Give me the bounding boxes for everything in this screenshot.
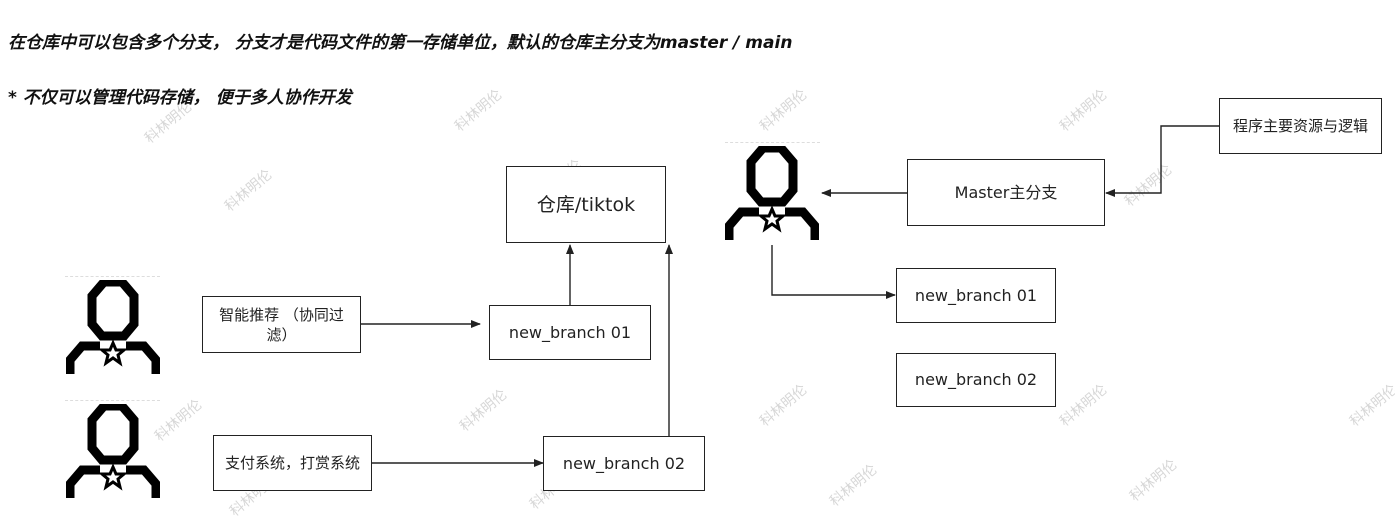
feature-payment-box: 支付系统，打赏系统 xyxy=(213,435,372,491)
right-branch-02-box: new_branch 02 xyxy=(896,353,1056,407)
person-star-icon xyxy=(66,280,160,374)
arrow-note-to-master xyxy=(1105,125,1219,197)
repo-box: 仓库/tiktok xyxy=(506,166,666,243)
left-branch-01-box: new_branch 01 xyxy=(489,305,651,360)
master-branch-box: Master主分支 xyxy=(907,159,1105,226)
right-branch-01-box: new_branch 01 xyxy=(896,268,1056,323)
left-branch-02-box: new_branch 02 xyxy=(543,436,705,491)
person-star-icon xyxy=(725,146,819,240)
person-star-icon xyxy=(66,404,160,498)
feature-recommend-box: 智能推荐 （协同过滤） xyxy=(202,296,361,353)
resource-note-box: 程序主要资源与逻辑 xyxy=(1219,98,1382,154)
arrow-person-to-branch01 xyxy=(771,245,896,299)
divider xyxy=(65,400,160,401)
divider xyxy=(65,276,160,277)
header-line-1: 在仓库中可以包含多个分支， 分支才是代码文件的第一存储单位，默认的仓库主分支为m… xyxy=(8,33,793,53)
divider xyxy=(725,142,820,143)
header-line-2: * 不仅可以管理代码存储， 便于多人协作开发 xyxy=(8,88,352,108)
